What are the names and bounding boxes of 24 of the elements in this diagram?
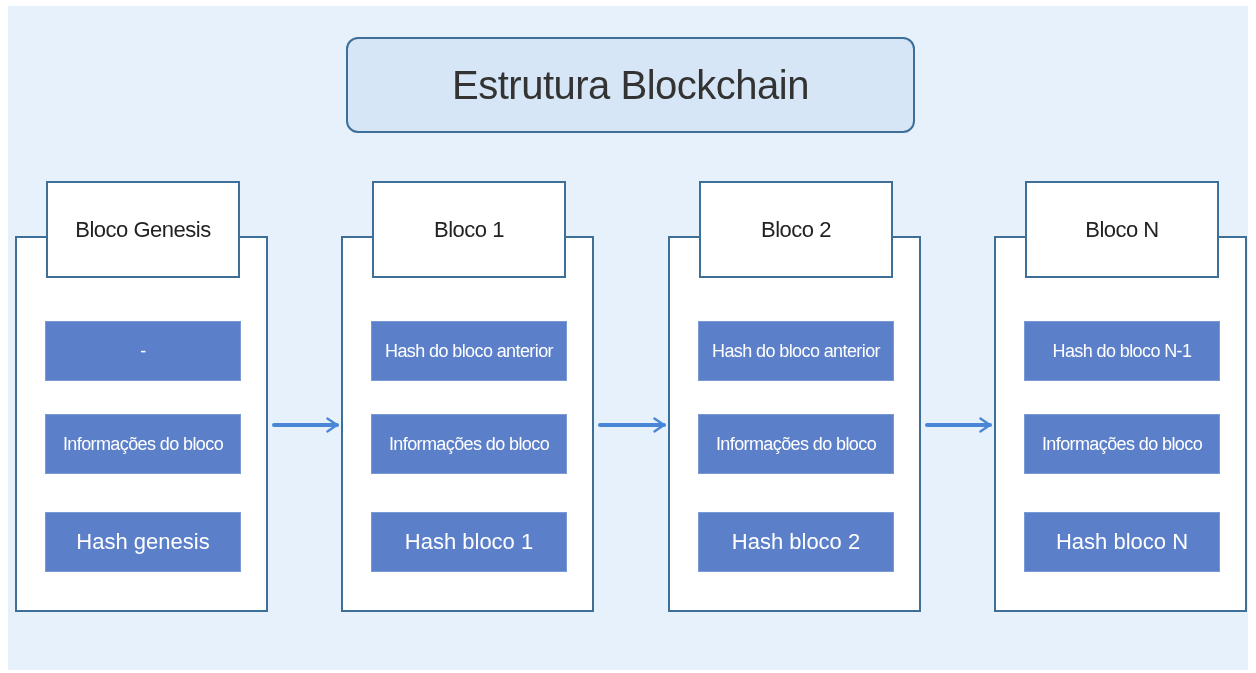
field-bar: Hash do bloco N-1 [1025, 322, 1219, 380]
block-heading: Bloco N [1025, 181, 1219, 278]
block-heading: Bloco 2 [699, 181, 893, 278]
arrow [272, 417, 339, 433]
block-heading: Bloco Genesis [46, 181, 240, 278]
field-bar: Informações do bloco [372, 415, 566, 473]
arrow [598, 417, 666, 433]
block-frame [994, 181, 1247, 612]
field-bar: Hash genesis [46, 513, 240, 571]
title-box: Estrutura Blockchain [346, 37, 915, 133]
block-frame [668, 181, 921, 612]
field-bar: Hash do bloco anterior [372, 322, 566, 380]
block-frame [15, 181, 268, 612]
field-bar: Hash bloco 2 [699, 513, 893, 571]
block-heading: Bloco 1 [372, 181, 566, 278]
block-frame [341, 181, 594, 612]
field-bar: Informações do bloco [46, 415, 240, 473]
field-bar: Hash bloco 1 [372, 513, 566, 571]
field-bar: Hash do bloco anterior [699, 322, 893, 380]
field-bar: Hash bloco N [1025, 513, 1219, 571]
field-bar: - [46, 322, 240, 380]
arrow [925, 417, 992, 433]
field-bar: Informações do bloco [1025, 415, 1219, 473]
field-bar: Informações do bloco [699, 415, 893, 473]
